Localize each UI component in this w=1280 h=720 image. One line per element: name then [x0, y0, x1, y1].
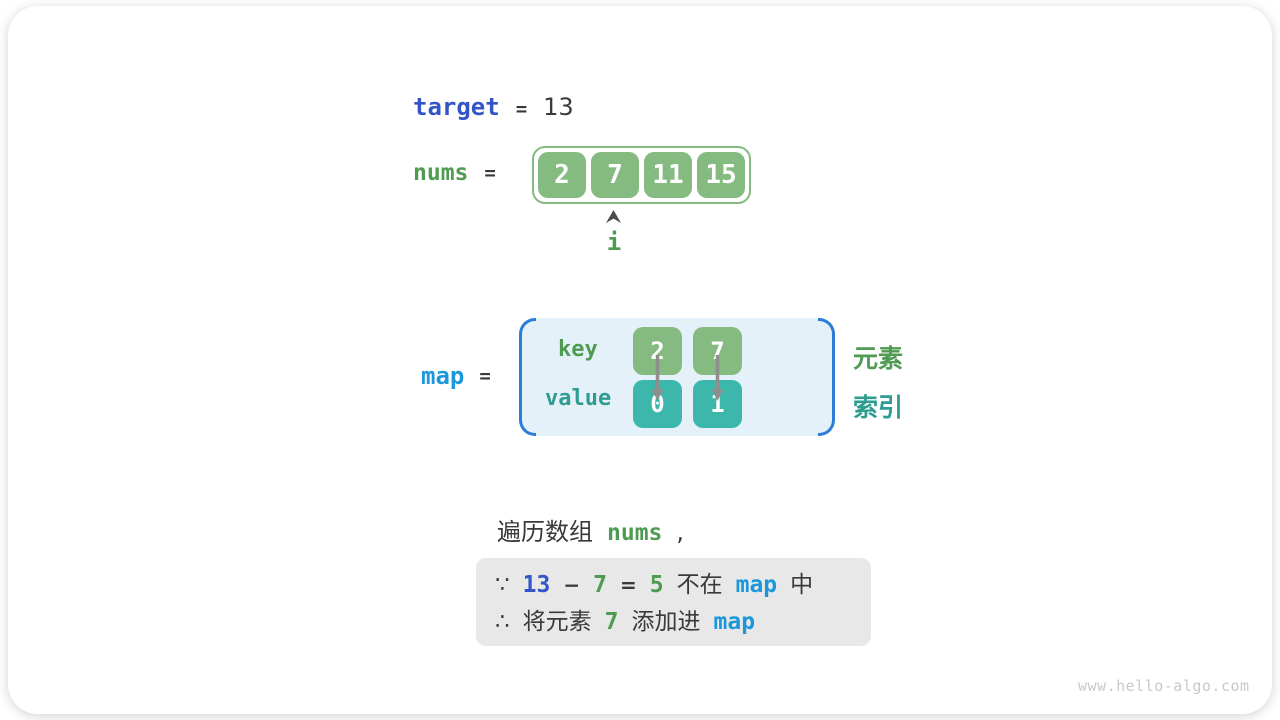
caption-suffix: ,: [676, 518, 685, 546]
target-row: target = 13: [413, 93, 574, 121]
map-key-label: key: [558, 337, 598, 362]
minus-operator: −: [563, 573, 581, 597]
target-equals: =: [515, 98, 528, 120]
note-in-suffix: 中: [790, 572, 814, 598]
nums-array: 2 7 11 15: [532, 146, 751, 204]
map-key-cell: 2: [633, 327, 682, 375]
map-equals: =: [479, 365, 491, 387]
because-symbol: ∵: [495, 572, 510, 598]
nums-cell: 2: [538, 152, 586, 198]
note-map-ref-2: map: [713, 609, 756, 635]
nums-label-row: nums =: [413, 160, 496, 186]
nums-label: nums: [413, 160, 469, 186]
note-add-into-text: 添加进: [631, 609, 701, 635]
watermark: www.hello-algo.com: [1078, 677, 1250, 695]
note-added-value: 7: [604, 609, 619, 635]
note-line-2: ∴ 将元素 7 添加进 map: [495, 605, 871, 639]
target-label: target: [413, 93, 500, 121]
map-label-row: map =: [421, 362, 491, 390]
note-difference-value: 5: [649, 572, 664, 598]
note-target-value: 13: [522, 572, 551, 598]
map-value-cell: 1: [693, 380, 742, 428]
caption-line: 遍历数组 nums ,: [497, 512, 684, 547]
map-value-label: value: [545, 386, 612, 411]
caption-prefix: 遍历数组: [497, 518, 593, 546]
note-add-element-text: 将元素: [522, 609, 592, 635]
nums-cell: 7: [591, 152, 639, 198]
left-bracket: [519, 318, 536, 436]
note-map-ref: map: [735, 572, 778, 598]
index-side-label: 索引: [853, 393, 904, 422]
map-key-cell: 7: [693, 327, 742, 375]
target-value: 13: [543, 93, 574, 121]
therefore-symbol: ∴: [495, 609, 510, 635]
caption-code-nums: nums: [607, 520, 663, 546]
index-pointer-label: i: [606, 228, 622, 256]
nums-cell: 11: [644, 152, 692, 198]
note-not-in-text: 不在: [676, 572, 723, 598]
caret-up-icon: [606, 210, 621, 223]
nums-equals: =: [484, 162, 496, 184]
map-value-cell: 0: [633, 380, 682, 428]
note-line-1: ∵ 13 − 7 = 5 不在 map 中: [495, 568, 871, 602]
equals-operator: =: [619, 573, 637, 597]
right-bracket: [818, 318, 835, 436]
note-current-value: 7: [593, 572, 607, 598]
map-label: map: [421, 362, 465, 390]
map-container: key value 2 7 0 1: [519, 318, 835, 436]
nums-cell: 15: [697, 152, 745, 198]
element-side-label: 元素: [853, 344, 904, 373]
note-box: ∵ 13 − 7 = 5 不在 map 中 ∴ 将元素 7 添加进 map: [476, 558, 871, 646]
